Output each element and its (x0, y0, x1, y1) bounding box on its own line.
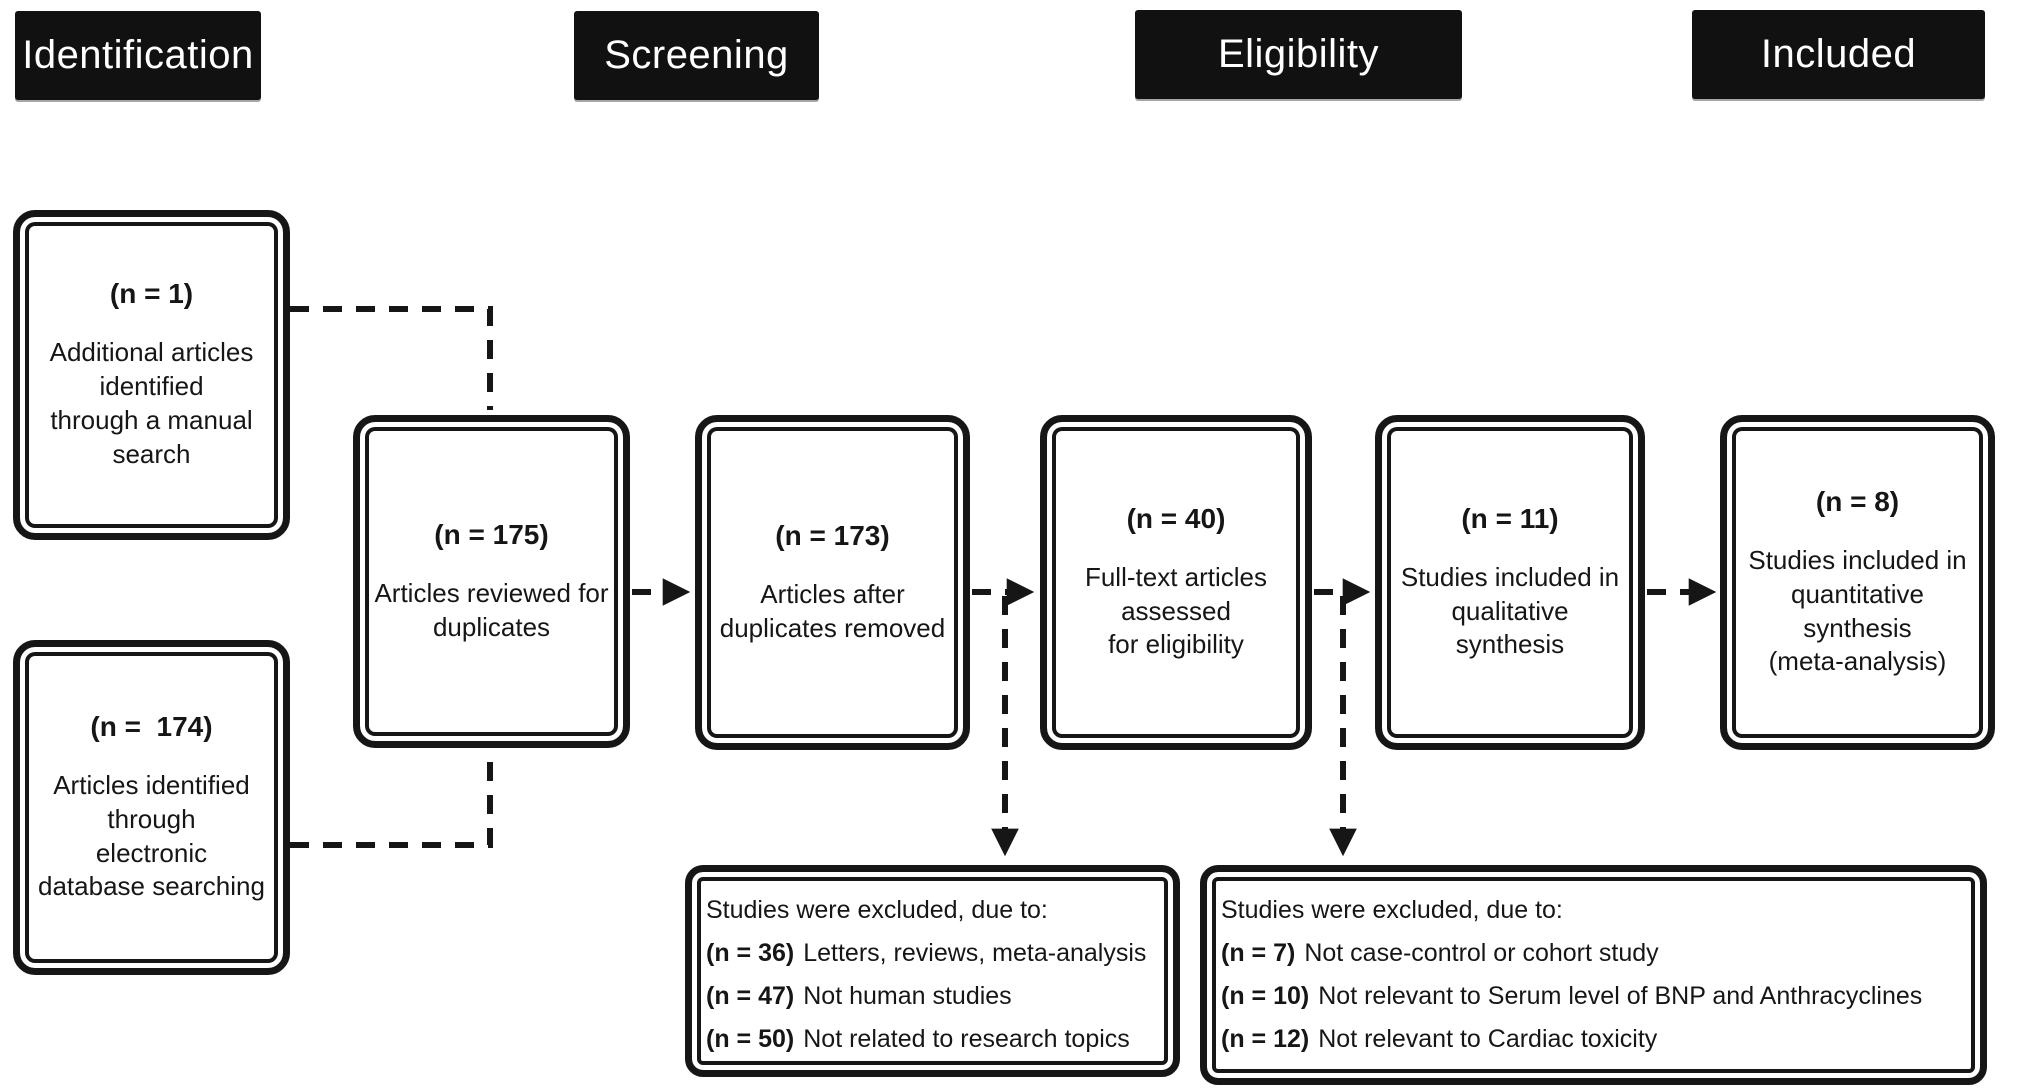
exclusion-reason-count: (n = 50) (706, 1025, 795, 1053)
box-quantitative-synthesis-label: Studies included in quantitative synthes… (1748, 544, 1967, 677)
box-quantitative-synthesis: (n = 8) Studies included in quantitative… (1720, 415, 1995, 750)
box-exclusions-eligibility: Studies were excluded, due to: (n = 7) No… (1200, 865, 1987, 1085)
box-qualitative-synthesis-count: (n = 11) (1461, 502, 1559, 534)
exclusion-reason: (n = 7) Not case-control or cohort study (1221, 939, 1970, 968)
box-qualitative-synthesis-label: Studies included in qualitative synthesi… (1400, 561, 1620, 660)
stage-header-eligibility: Eligibility (1135, 10, 1462, 99)
box-manual-search: (n = 1) Additional articles identified t… (13, 210, 290, 540)
box-reviewed-duplicates-count: (n = 175) (434, 518, 549, 550)
exclusion-reason-text: Not relevant to Serum level of BNP and A… (1318, 982, 1923, 1010)
exclusion-reason-count: (n = 12) (1221, 1025, 1310, 1053)
box-quantitative-synthesis-count: (n = 8) (1815, 485, 1900, 517)
exclusion-reason: (n = 47) Not human studies (706, 982, 1163, 1011)
box-fulltext-assessed: (n = 40) Full-text articles assessed for… (1040, 415, 1312, 750)
box-reviewed-duplicates: (n = 175) Articles reviewed for duplicat… (353, 415, 630, 748)
box-after-duplicates-count: (n = 173) (775, 519, 890, 551)
box-manual-search-label: Additional articles identified through a… (49, 337, 254, 469)
box-fulltext-assessed-label: Full-text articles assessed for eligibil… (1084, 561, 1268, 660)
exclusion-reason: (n = 10) Not relevant to Serum level of B… (1221, 982, 1970, 1011)
box-after-duplicates: (n = 173) Articles after duplicates remo… (695, 415, 970, 750)
exclusion-reason: (n = 50) Not related to research topics (706, 1025, 1163, 1054)
exclusion-reason: (n = 36) Letters, reviews, meta-analysis (706, 939, 1163, 968)
box-database-search-count: (n = 174) (90, 710, 213, 742)
stage-header-screening: Screening (574, 11, 819, 100)
stage-header-included: Included (1692, 10, 1985, 99)
exclusion-reason-text: Not case-control or cohort study (1304, 939, 1659, 967)
exclusion-reason-count: (n = 7) (1221, 939, 1296, 967)
box-reviewed-duplicates-label: Articles reviewed for duplicates (374, 577, 609, 642)
exclusions-eligibility-title: Studies were excluded, due to: (1221, 896, 1563, 924)
box-qualitative-synthesis: (n = 11) Studies included in qualitative… (1375, 415, 1645, 750)
exclusions-screening-title: Studies were excluded, due to: (706, 896, 1048, 924)
connector-database-to-reviewed (290, 752, 493, 848)
connector-manual-to-reviewed (290, 306, 493, 410)
box-exclusions-screening: Studies were excluded, due to: (n = 36) L… (685, 865, 1180, 1077)
box-after-duplicates-label: Articles after duplicates removed (719, 578, 946, 643)
box-database-search-label: Articles identified through electronic d… (38, 769, 265, 902)
exclusion-reason-text: Not human studies (803, 982, 1012, 1010)
exclusion-reason-count: (n = 36) (706, 939, 795, 967)
exclusion-reason-text: Letters, reviews, meta-analysis (803, 939, 1147, 967)
exclusion-reason: (n = 12) Not relevant to Cardiac toxicity (1221, 1025, 1970, 1054)
exclusion-reason-text: Not related to research topics (803, 1025, 1130, 1053)
exclusion-reason-text: Not relevant to Cardiac toxicity (1318, 1025, 1658, 1053)
stage-header-identification: Identification (15, 11, 261, 100)
exclusion-reason-count: (n = 10) (1221, 982, 1310, 1010)
box-manual-search-count: (n = 1) (109, 278, 194, 310)
exclusion-reason-count: (n = 47) (706, 982, 795, 1010)
box-fulltext-assessed-count: (n = 40) (1126, 502, 1226, 534)
box-database-search: (n = 174) Articles identified through el… (13, 640, 290, 975)
